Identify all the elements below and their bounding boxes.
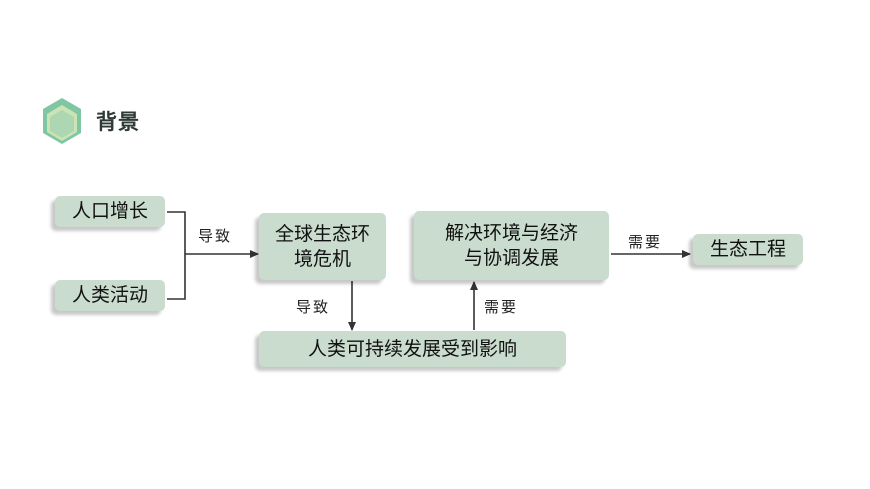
node-global-crisis: 全球生态环 境危机 bbox=[259, 213, 386, 280]
section-header: 背景 bbox=[40, 96, 180, 146]
edge-label-need: 需要 bbox=[484, 298, 519, 316]
node-population-growth: 人口增长 bbox=[55, 196, 165, 227]
edge-label-need: 需要 bbox=[628, 233, 663, 251]
node-human-activity: 人类活动 bbox=[55, 280, 165, 311]
hexagon-icon bbox=[43, 98, 81, 144]
node-eco-engineering: 生态工程 bbox=[693, 234, 803, 265]
bracket-connector bbox=[167, 211, 186, 300]
edge-label-lead-to: 导致 bbox=[198, 227, 233, 245]
section-title: 背景 bbox=[96, 110, 140, 134]
node-sustainable-affected: 人类可持续发展受到影响 bbox=[259, 331, 566, 367]
node-solve-coordination: 解决环境与经济 与协调发展 bbox=[414, 211, 609, 280]
edge-label-lead-to: 导致 bbox=[296, 298, 331, 316]
